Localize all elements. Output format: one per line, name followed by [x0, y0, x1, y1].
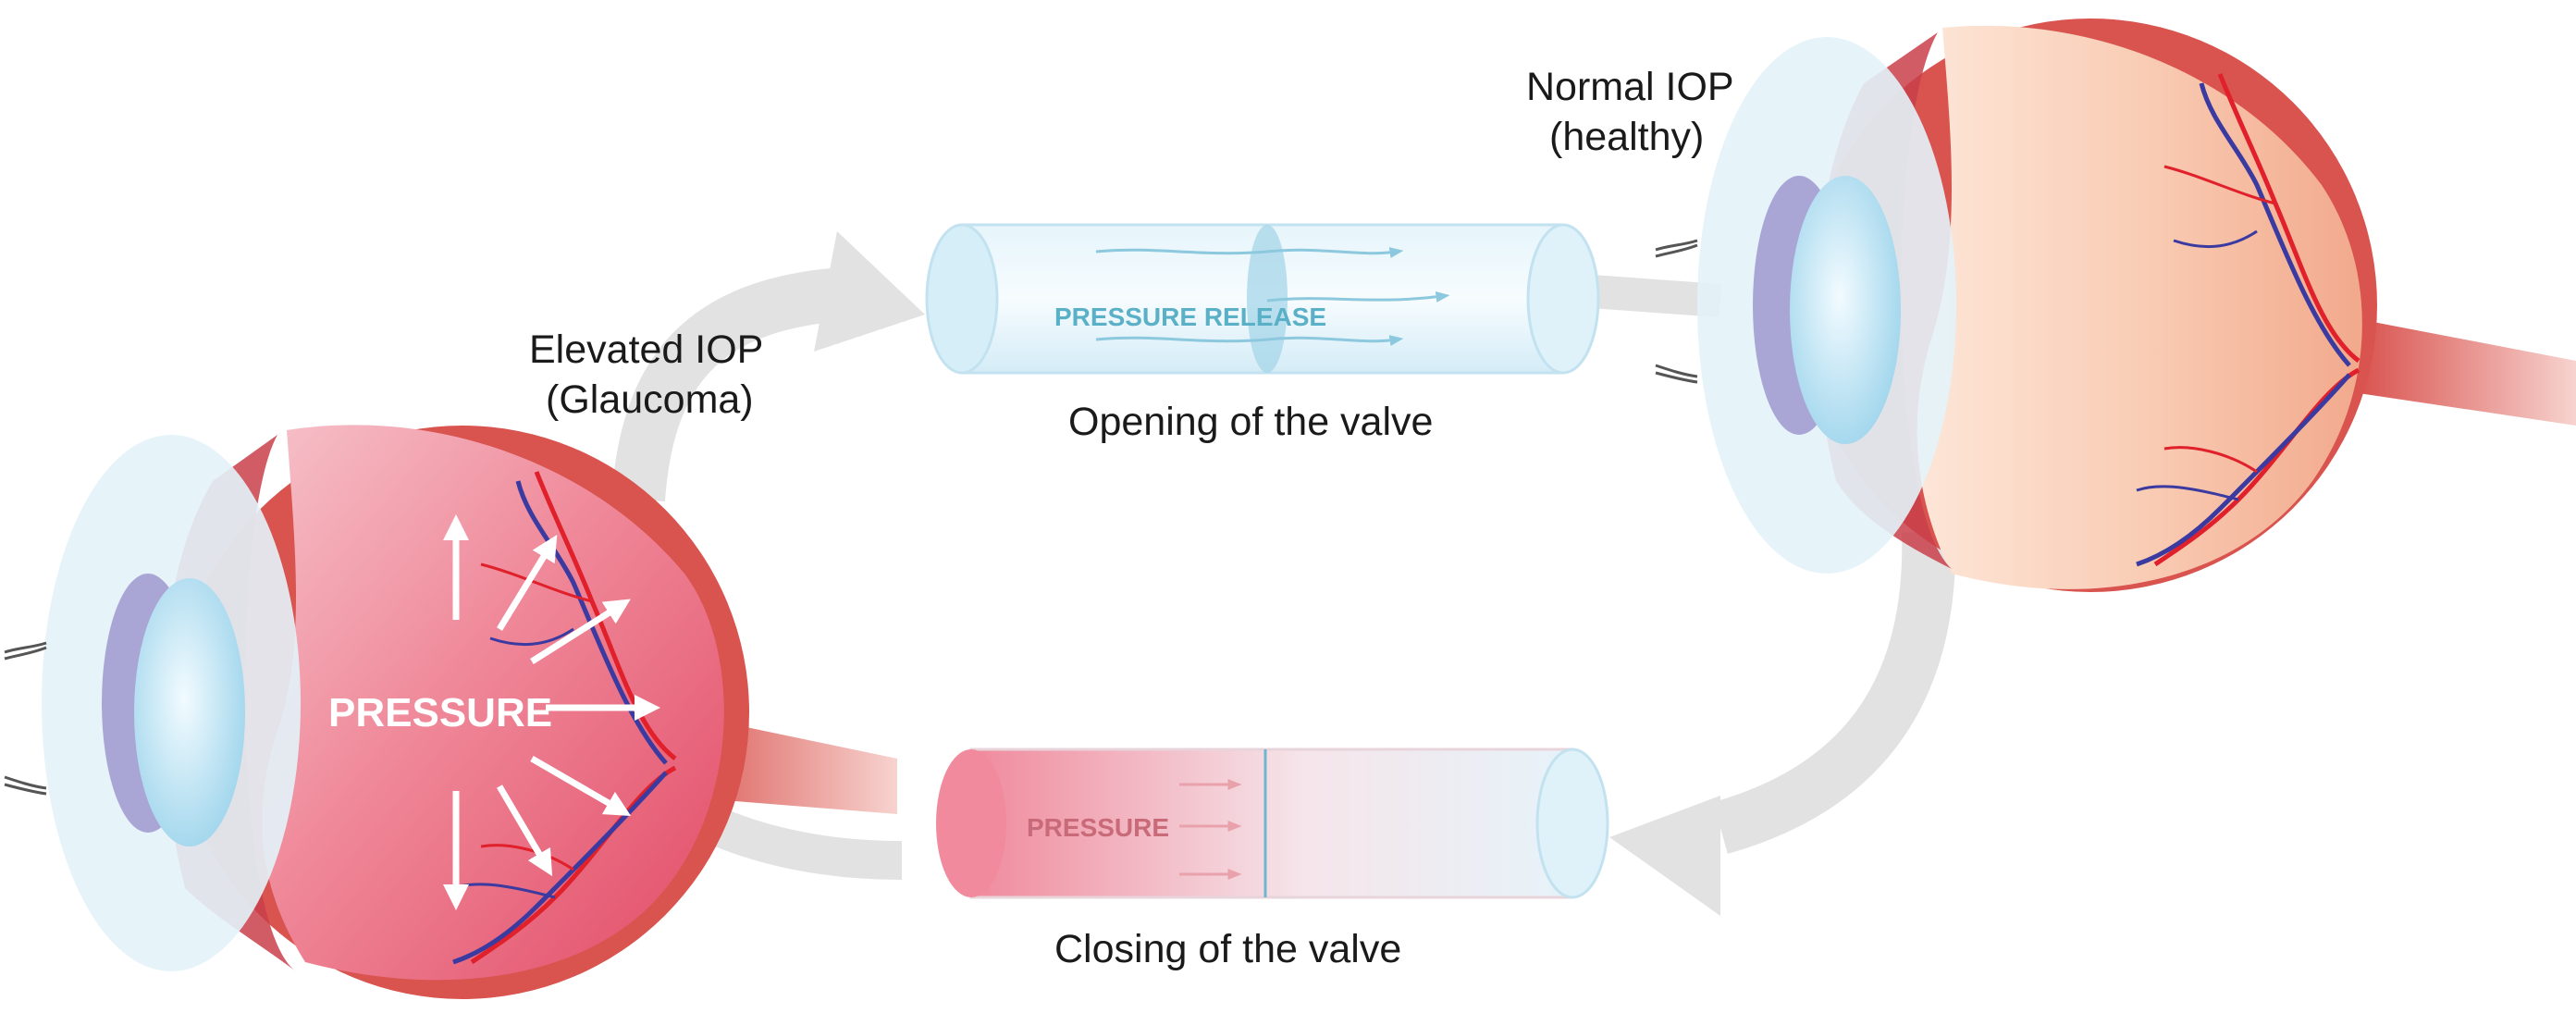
fundus-healthy — [1917, 25, 2362, 589]
elevated-iop-label: Elevated IOP — [529, 327, 763, 372]
opening-caption: Opening of the valve — [1068, 400, 1433, 444]
pressure-arrow-icon — [497, 535, 558, 631]
flow-arrow-icon — [1266, 290, 1450, 303]
cycle-arrow-icon-head-2 — [1609, 796, 1720, 916]
retinal-vessels — [452, 471, 677, 965]
cycle-arrow-icon — [611, 267, 844, 502]
pressure-arrows — [443, 514, 660, 910]
tube-left-end-pink — [936, 749, 1006, 897]
pressure-arrow-icon — [496, 784, 553, 877]
lens — [134, 578, 245, 846]
cycle-arrow-icon-head — [814, 231, 925, 352]
flow-arrow-icon — [1095, 335, 1404, 347]
optic-nerve-healthy — [2359, 319, 2576, 426]
glaucoma-label: (Glaucoma) — [546, 377, 754, 422]
tube-right-end-pink — [1535, 747, 1609, 899]
tube-body-pink — [969, 747, 1574, 899]
healthy-eye — [1655, 19, 2576, 592]
pressure-eye-label: PRESSURE — [328, 690, 552, 735]
healthy-label: (healthy) — [1549, 115, 1704, 159]
tube-left-end — [925, 223, 999, 375]
flow-arrows — [1095, 247, 1450, 347]
eyelash-icon — [1655, 239, 1698, 384]
closing-caption: Closing of the valve — [1054, 927, 1401, 971]
tube-right-end — [1526, 223, 1600, 375]
pressure-flow-arrows — [1179, 779, 1242, 880]
pressure-arrow-icon — [530, 755, 632, 817]
closing-valve-tube: PRESSURE — [936, 747, 1609, 899]
pressure-tube-label: PRESSURE — [1027, 813, 1169, 842]
cycle-arrow-icon-3 — [1712, 531, 1956, 854]
normal-iop-label: Normal IOP — [1526, 65, 1734, 109]
pressure-release-label: PRESSURE RELEASE — [1054, 303, 1326, 331]
flow-arrow-icon — [1095, 247, 1404, 259]
lens-healthy — [1790, 176, 1901, 444]
glaucoma-eye: PRESSURE — [4, 425, 897, 999]
eyelash-icon — [4, 641, 47, 796]
valve-open — [1247, 225, 1288, 373]
opening-valve-tube: PRESSURE RELEASE — [925, 223, 1600, 375]
fundus — [262, 425, 724, 981]
retinal-vessels-healthy — [2136, 73, 2360, 567]
pressure-arrow-icon — [530, 599, 631, 664]
